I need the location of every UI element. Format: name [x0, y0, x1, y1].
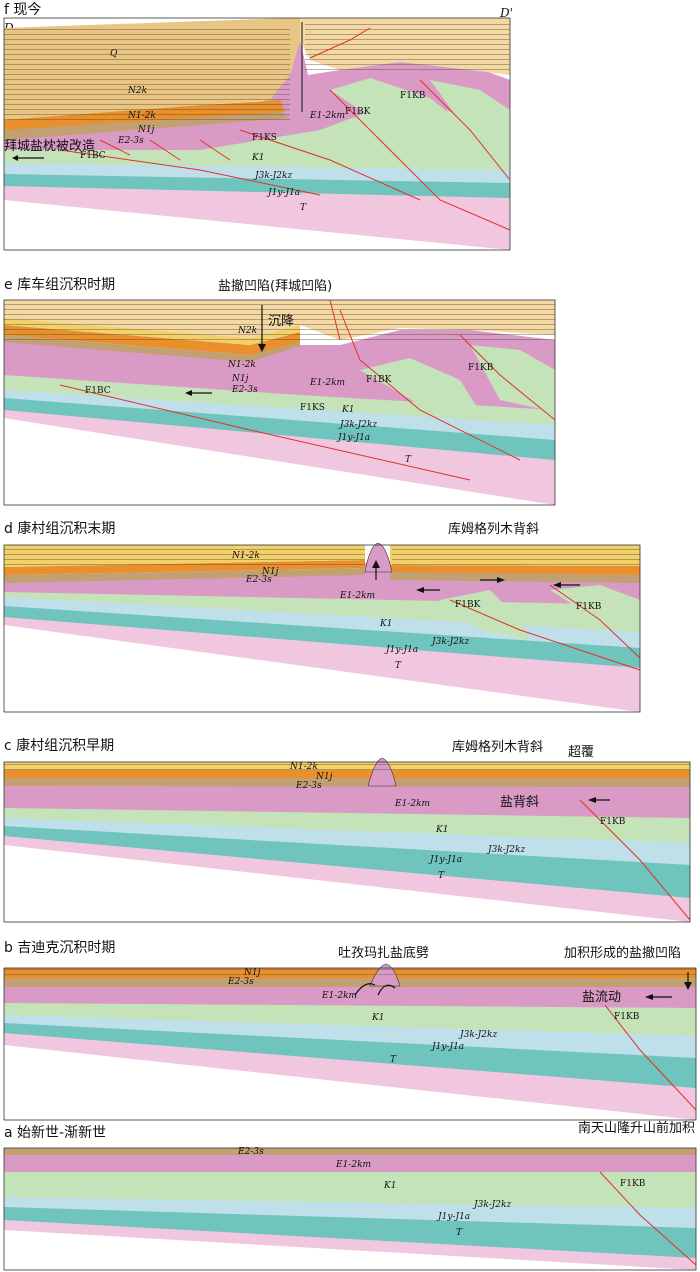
panel-header: 吐孜玛扎盐底劈 — [338, 945, 429, 961]
layer-label: E1-2km — [394, 799, 430, 809]
layer-label: E2-3s — [117, 136, 144, 146]
layer-label: N1j — [137, 125, 155, 135]
layer-label: T — [300, 203, 307, 213]
layer-label: E2-3s — [295, 781, 322, 791]
panel-header: 南天山隆升山前加积 — [578, 1120, 695, 1136]
layer-label: E1-2km — [321, 991, 357, 1001]
layer-label: J3k-J2kz — [430, 637, 469, 647]
layer-label: Q — [110, 49, 118, 59]
layer-label: K1 — [379, 619, 392, 629]
annotation-text: 拜城盐枕被改造 — [4, 139, 95, 154]
layer-label: E1-2km — [309, 111, 345, 121]
layer-label: N1-2k — [227, 360, 256, 370]
layer-label: N2k — [127, 86, 147, 96]
layer-label: T — [395, 661, 402, 671]
fault-label: F1KS — [300, 403, 325, 413]
fault-label: F1KB — [576, 602, 602, 612]
layer-label: K1 — [341, 405, 354, 415]
layer-label: E2-3s — [227, 977, 254, 987]
fault-label: F1KB — [468, 363, 494, 373]
panel-header: 库姆格列木背斜 — [452, 739, 543, 755]
salt-anticline-label: 盐背斜 — [500, 795, 539, 810]
panel-title: e 库车组沉积时期 — [4, 276, 115, 293]
layer-label: N2k — [237, 326, 257, 336]
layer-label: E1-2km — [339, 591, 375, 601]
layer-label: K1 — [251, 153, 264, 163]
panel-c: c 康村组沉积早期 库姆格列木背斜 超覆 N1-2k N1j E2-3s E1-… — [3, 737, 691, 923]
layer-label: E2-3s — [237, 1147, 264, 1157]
layer-label: J1y-J1a — [428, 855, 462, 865]
fault-label: F1KS — [252, 133, 277, 143]
layer-label: E2-3s — [231, 385, 258, 395]
fault-label: F1BC — [80, 151, 106, 161]
layer-label: K1 — [383, 1181, 396, 1191]
panel-f: f 现今 D D' Q — [3, 2, 513, 251]
layer-label: J3k-J2kz — [338, 420, 377, 430]
panel-d: d 康村组沉积末期 库姆格列木背斜 N1-2k N1j E2-3 — [3, 520, 641, 713]
fault-label: F1BK — [455, 600, 481, 610]
layer-label: N1-2k — [289, 762, 318, 772]
layer-label: T — [405, 455, 412, 465]
fault-label: F1BK — [345, 107, 371, 117]
layer-label: J1y-J1a — [266, 188, 300, 198]
arrow-head — [12, 155, 18, 161]
fault-label: F1KB — [614, 1012, 640, 1022]
panel-title: b 吉迪克沉积时期 — [4, 940, 115, 956]
fault-label: F1KB — [400, 91, 426, 101]
fault-label: F1BC — [85, 386, 111, 396]
fault-label: F1KB — [600, 817, 626, 827]
panel-title: f 现今 — [4, 2, 41, 18]
panel-header: 库姆格列木背斜 — [448, 521, 539, 537]
panel-header: 盐撤凹陷(拜城凹陷) — [218, 278, 332, 294]
layer-label: J1y-J1a — [336, 433, 370, 443]
annotation-overlap: 超覆 — [568, 745, 594, 760]
subsidence-label: 沉降 — [268, 314, 294, 329]
layer-label: N1-2k — [127, 111, 156, 121]
layer-label: N1j — [231, 374, 249, 384]
fault-label: F1KB — [620, 1179, 646, 1189]
layer-label: K1 — [435, 825, 448, 835]
layer-label: E2-3s — [245, 575, 272, 585]
panel-b: b 吉迪克沉积时期 吐孜玛扎盐底劈 加积形成的盐撤凹陷 N1j E2-3s E1… — [3, 940, 697, 1121]
panel-a: a 始新世-渐新世 南天山隆升山前加积 E2-3s E1-2km K1 J3k-… — [3, 1120, 697, 1271]
layer-label: T — [438, 871, 445, 881]
layer-label: J1y-J1a — [430, 1042, 464, 1052]
fault-label: F1BK — [366, 375, 392, 385]
layer-label: T — [456, 1228, 463, 1238]
corner-label-right: D' — [499, 6, 513, 20]
panel-title: d 康村组沉积末期 — [4, 520, 115, 537]
layer-label: T — [390, 1055, 397, 1065]
layer-label: N1j — [261, 567, 279, 577]
panel-e: e 库车组沉积时期 盐撤凹陷(拜城凹陷) 沉降 N2k N1-2k N1j E2… — [3, 276, 556, 506]
layer-label: E1-2km — [335, 1160, 371, 1170]
salt-flow-label: 盐流动 — [582, 990, 621, 1005]
panel-title: a 始新世-渐新世 — [4, 1125, 106, 1141]
layer-label: N1-2k — [231, 551, 260, 561]
panel-header-right: 加积形成的盐撤凹陷 — [564, 945, 681, 961]
layer-label: N1j — [315, 772, 333, 782]
layer-label: J3k-J2kz — [458, 1030, 497, 1040]
layer-label: J3k-J2kz — [472, 1200, 511, 1210]
layer-label: E1-2km — [309, 378, 345, 388]
layer-label: N1j — [243, 968, 261, 978]
layer-label: J3k-J2kz — [253, 171, 292, 181]
layer-label: J1y-J1a — [436, 1212, 470, 1222]
layer-label: K1 — [371, 1013, 384, 1023]
layer-label: J1y-J1a — [384, 645, 418, 655]
panel-title: c 康村组沉积早期 — [4, 737, 114, 754]
layer-label: J3k-J2kz — [486, 845, 525, 855]
